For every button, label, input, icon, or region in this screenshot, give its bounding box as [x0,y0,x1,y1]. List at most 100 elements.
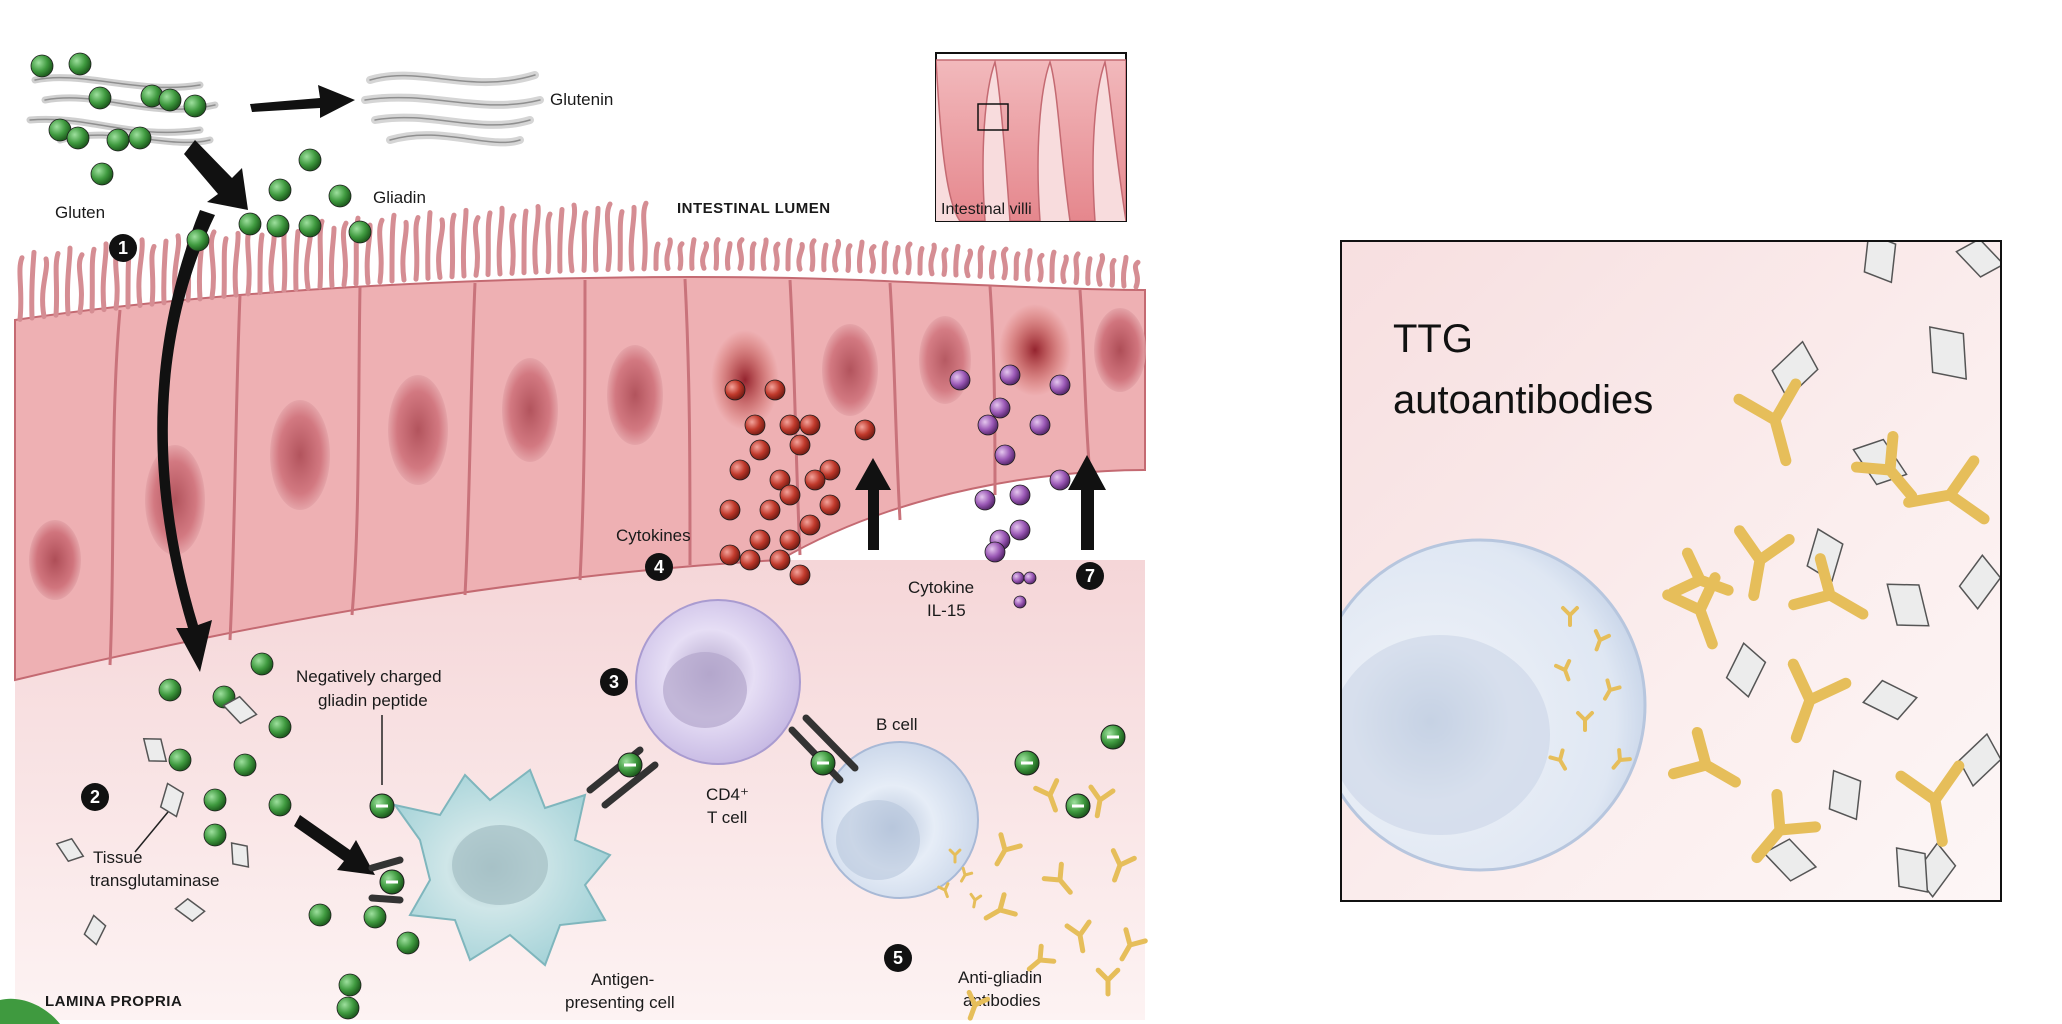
ttg-autoantibody [1895,760,1965,847]
anti-gliadin-antibody [1026,943,1057,972]
step-number: 1 [118,238,128,258]
microvillus [1096,253,1106,287]
step-badge-2: 2 [81,783,109,811]
peptide-to-apc-arrow [294,815,375,875]
microvillus [1000,246,1009,281]
il15-molecule [1029,414,1051,436]
corner-accent [0,998,60,1024]
microvillus [53,251,61,318]
ttg-autoantibody [1751,788,1822,864]
step-badge-5: 5 [884,944,912,972]
surface-receptor [1603,678,1622,701]
microvillus [328,225,337,289]
microvillus [1024,248,1033,282]
gliadin-molecule [68,52,92,76]
gliadin-molecule [203,823,227,847]
label-leaders [134,715,383,853]
antigen-label-1: Antigen- [591,970,654,989]
surface-antibody [937,882,950,899]
step-number: 4 [654,557,664,577]
il15-molecule [1049,469,1071,491]
tissue-transglutaminase [222,695,258,725]
microvillus [449,212,457,280]
intestinal-lumen-label: INTESTINAL LUMEN [677,200,831,217]
gliadin-molecule [183,94,207,118]
gliadin-molecule [203,788,227,812]
ttg-enzyme [1928,326,1968,380]
gliadin-peptide [336,996,360,1020]
gliadin-molecule [266,214,290,238]
step-number: 7 [1085,566,1095,586]
microvillus [592,205,601,273]
ttg-autoantibody [1788,553,1869,620]
cytokine-il15-label-2: IL-15 [927,601,966,620]
microvillus [377,217,385,285]
cytokine-molecule [719,499,741,521]
gliadin-molecule [348,220,372,244]
gliadin-molecule [90,162,114,186]
gluten-to-gliadin-arrow [184,140,248,210]
cytokine-molecule [769,469,791,491]
gliadin-peptide [308,903,332,927]
epithelial-cells [108,278,1092,666]
il15-molecule [977,414,999,436]
surface-antibody [948,848,962,864]
microvillus [1013,251,1021,281]
ttg-enzyme [1806,527,1844,583]
tissue-label-2: transglutaminase [90,871,219,890]
cd4-label-2: T cell [707,808,747,827]
step-badge-circle [109,234,137,262]
tissue-transglutaminase [142,738,168,762]
anti-gliadin-antibody [966,989,991,1021]
microvillus [509,213,517,276]
il15-molecule [1023,571,1037,585]
cytokine-molecule [769,549,791,571]
microvillus [581,210,589,273]
ttg-enzyme [1725,642,1767,698]
tissue-transglutaminase [83,914,107,946]
cd4-label-1: CD4⁺ [706,785,749,804]
microvillus [641,200,649,272]
step-badge-7: 7 [1076,562,1104,590]
cytokine-molecule [789,434,811,456]
microvillus [1120,254,1129,289]
cytokine-molecule [764,379,786,401]
microvillus [917,246,925,276]
surface-antibody [960,866,974,883]
microvilli-brush-border [17,200,1141,322]
step-number: 2 [90,787,100,807]
anti-gliadin-antibody [1119,927,1148,962]
surface-receptor [1548,748,1567,771]
microvillus [1037,252,1045,283]
microvillus [413,215,421,282]
microvillus [340,220,349,288]
microvillus [161,238,169,306]
microvillus [149,243,157,307]
particles [30,52,1148,1021]
microvillus [845,243,853,273]
microvillus [617,209,625,272]
microvillus [40,256,50,320]
microvillus [796,241,805,272]
ttg-autoantibody [1667,726,1741,788]
ttg-enzyme [1863,241,1897,284]
microvillus [400,219,409,283]
inset-title-line2: autoantibodies [1393,378,1653,422]
ttg-enzyme [1762,838,1818,882]
surface-receptor [1593,629,1611,652]
gluten-label: Gluten [55,203,105,222]
cytokine-molecule [729,459,751,481]
microvillus [760,237,769,272]
microvillus [700,241,710,271]
microvillus [221,236,229,299]
surface-receptor [1561,606,1579,627]
anti-gliadin-antibody [1110,848,1137,883]
antigen-label-2: presenting cell [565,993,675,1012]
microvillus [100,241,109,313]
cytokine-molecule [854,419,876,441]
microvillus [1073,251,1081,286]
step-badges: 1234567 [81,234,1639,972]
microvillus [1109,257,1117,288]
step-badge-circle [884,944,912,972]
microvillus [736,237,745,271]
